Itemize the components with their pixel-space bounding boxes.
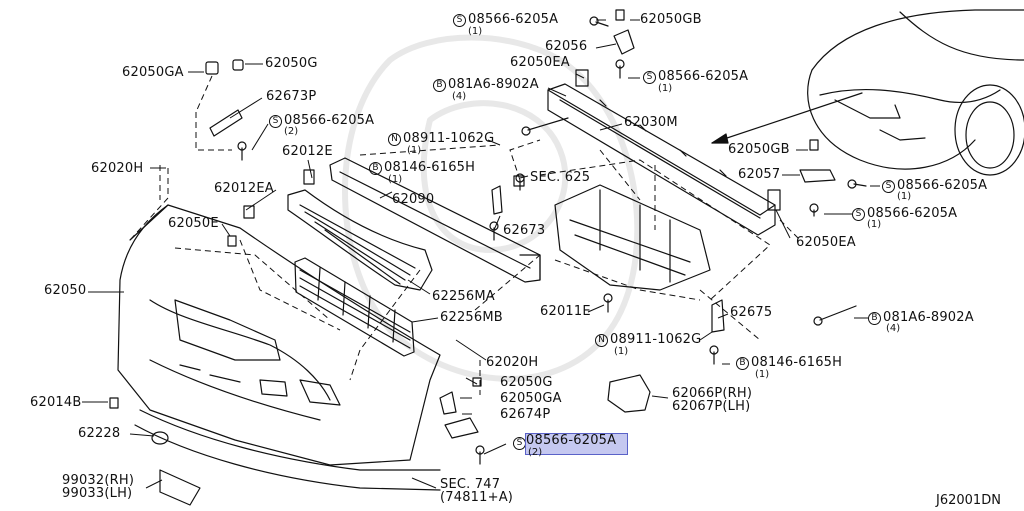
part-number-label[interactable]: 62020H	[91, 161, 144, 176]
quantity-label: (1)	[388, 174, 403, 185]
reinforcement-beam-shape	[547, 83, 776, 236]
part-number-label[interactable]: 62050E	[168, 216, 219, 231]
part-number-text: 08566-6205A	[526, 433, 617, 448]
part-number-label[interactable]: 62256MB	[440, 310, 503, 325]
part-number-label[interactable]: 62011E	[540, 304, 591, 319]
quantity-label: (4)	[452, 91, 467, 102]
part-number-label[interactable]: 62050G	[265, 56, 318, 71]
section-reference-label[interactable]: SEC. 747	[440, 477, 501, 492]
part-number-label[interactable]: 62057	[738, 167, 781, 182]
part-number-label[interactable]: 62050G	[500, 375, 553, 390]
badge-s: S	[643, 71, 656, 84]
part-number-label[interactable]: 081A6-8902A	[448, 77, 539, 92]
badge-b: B	[868, 312, 881, 325]
badge-s: S	[453, 14, 466, 27]
bumper-fascia-shape	[117, 204, 441, 491]
badge-s: S	[513, 437, 526, 450]
part-number-label[interactable]: 08911-1062G	[610, 332, 702, 347]
part-number-label[interactable]: 08911-1062G	[403, 131, 495, 146]
part-number-label[interactable]: 62050GB	[728, 142, 790, 157]
part-number-label[interactable]: 62050GB	[640, 12, 702, 27]
leader-lines	[82, 19, 880, 489]
part-number-label[interactable]: 62067P(LH)	[672, 399, 751, 414]
part-number-label[interactable]: 62020H	[486, 355, 539, 370]
deflector-shape	[607, 374, 651, 413]
part-number-label[interactable]: 08566-6205A	[468, 12, 559, 27]
part-number-label[interactable]: 62012E	[282, 144, 333, 159]
part-number-label[interactable]: 62056	[545, 39, 588, 54]
part-number-label[interactable]: 62256MA	[432, 289, 495, 304]
part-number-label[interactable]: 08566-6205A	[897, 178, 988, 193]
quantity-label: (1)	[897, 191, 912, 202]
badge-b: B	[433, 79, 446, 92]
part-number-label[interactable]: 99032(RH)	[62, 473, 135, 488]
part-number-label[interactable]: 62090	[392, 192, 435, 207]
quantity-label: (1)	[614, 346, 629, 357]
quantity-label: (1)	[468, 26, 483, 37]
badge-s: S	[269, 115, 282, 128]
dashed-guide-lines	[129, 75, 801, 395]
part-number-label[interactable]: 08566-6205A	[284, 113, 375, 128]
car-silhouette-illustration	[807, 9, 1024, 176]
lower-grille-shape	[294, 257, 415, 357]
quantity-label: (1)	[755, 369, 770, 380]
quantity-label: (1)	[658, 83, 673, 94]
part-number-label[interactable]: 62050EA	[796, 235, 856, 250]
section-reference-sub-label: (74811+A)	[440, 490, 514, 505]
part-number-label[interactable]: 62012EA	[214, 181, 274, 196]
part-number-label[interactable]: 62228	[78, 426, 121, 441]
part-number-label[interactable]: 99033(LH)	[62, 486, 133, 501]
part-number-label[interactable]: 62050GA	[122, 65, 184, 80]
part-number-label[interactable]: 08566-6205A	[658, 69, 749, 84]
part-number-label[interactable]: 62030M	[624, 115, 678, 130]
part-number-label[interactable]: 62675	[730, 305, 773, 320]
badge-s: S	[852, 208, 865, 221]
part-number-label[interactable]: 08566-6205A	[867, 206, 958, 221]
part-number-label[interactable]: 08146-6165H	[384, 160, 476, 175]
highlighted-part-number-label[interactable]: 08566-6205A	[525, 433, 628, 455]
section-reference-label[interactable]: SEC. 625	[530, 170, 591, 185]
quantity-label: (2)	[528, 447, 543, 458]
part-number-label[interactable]: 62066P(RH)	[672, 386, 753, 401]
part-number-label[interactable]: 62014B	[30, 395, 82, 410]
bolt-shapes	[237, 16, 867, 465]
part-number-label[interactable]: 62050EA	[510, 55, 570, 70]
part-number-label[interactable]: 081A6-8902A	[883, 310, 974, 325]
upper-grille-shape	[287, 189, 433, 291]
badge-b: B	[369, 162, 382, 175]
part-number-label[interactable]: 62674P	[500, 407, 551, 422]
part-number-label[interactable]: 62050GA	[500, 391, 562, 406]
quantity-label: (1)	[407, 145, 422, 156]
undercover-shape	[554, 184, 711, 291]
part-number-label[interactable]: 62673	[503, 223, 546, 238]
badge-s: S	[882, 180, 895, 193]
part-number-label[interactable]: 62050	[44, 283, 87, 298]
quantity-label: (4)	[886, 323, 901, 334]
part-number-label[interactable]: 62673P	[266, 89, 317, 104]
badge-b: B	[736, 357, 749, 370]
view-arrow	[711, 92, 863, 144]
watermark	[342, 34, 641, 382]
part-number-label[interactable]: 08146-6165H	[751, 355, 843, 370]
diagram-code: J62001DN	[936, 493, 1001, 508]
quantity-label: (2)	[284, 126, 299, 137]
energy-absorber-shape	[329, 157, 541, 283]
quantity-label: (1)	[867, 219, 882, 230]
badge-n: N	[388, 133, 401, 146]
badge-n: N	[595, 334, 608, 347]
